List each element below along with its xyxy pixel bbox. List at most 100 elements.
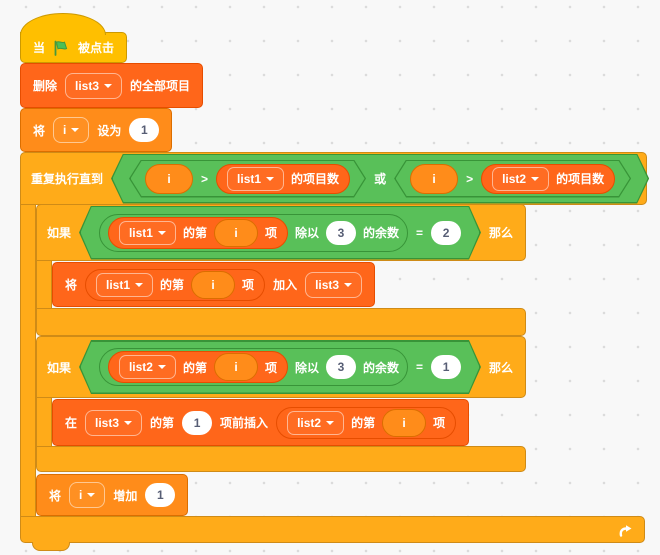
post-label: 的全部项目 bbox=[130, 79, 191, 93]
item-label: 项 bbox=[433, 416, 446, 430]
verb-label: 将 bbox=[49, 488, 62, 503]
item-of-list-reporter[interactable]: list1 的第 i 项 bbox=[107, 216, 288, 249]
variable-name: i bbox=[211, 277, 215, 292]
block-insert-item-at[interactable]: 在 list3 的第 1 项前插入 list2 的第 i 项 bbox=[52, 399, 470, 446]
then-label: 那么 bbox=[488, 360, 513, 375]
caret-down-icon bbox=[266, 176, 275, 181]
list-dropdown[interactable]: list1 bbox=[227, 166, 285, 191]
caret-down-icon bbox=[157, 230, 166, 235]
caret-down-icon bbox=[87, 493, 96, 497]
list-dropdown-value: list3 bbox=[315, 277, 340, 292]
operator-symbol: > bbox=[201, 171, 209, 186]
list-dropdown-value: list1 bbox=[128, 225, 153, 240]
caret-down-icon bbox=[531, 176, 540, 181]
then-label: 那么 bbox=[488, 226, 513, 240]
list-dropdown[interactable]: list1 bbox=[96, 272, 154, 297]
block-change-variable[interactable]: 将 i 增加 1 bbox=[36, 474, 189, 516]
verb-label: 将 bbox=[65, 278, 78, 292]
block-if-2[interactable]: 如果 list2 的第 i 项 除以 3 的余数 = bbox=[36, 336, 526, 398]
caret-down-icon bbox=[326, 420, 335, 425]
operator-symbol: = bbox=[416, 225, 424, 240]
number-input[interactable]: 1 bbox=[431, 355, 462, 379]
list-dropdown[interactable]: list3 bbox=[65, 72, 123, 99]
block-repeat-until[interactable]: 重复执行直到 i > list1 的项目数 或 i bbox=[20, 152, 647, 205]
verb-label: 将 bbox=[33, 123, 46, 138]
operator-symbol: > bbox=[466, 171, 474, 186]
caret-down-icon bbox=[344, 282, 353, 287]
clicked-label: 被点击 bbox=[78, 41, 115, 55]
mod-operator[interactable]: list2 的第 i 项 除以 3 的余数 bbox=[98, 348, 409, 386]
operator-symbol: = bbox=[416, 360, 424, 374]
green-flag-icon bbox=[53, 40, 70, 56]
variable-i-reporter[interactable]: i bbox=[213, 218, 258, 247]
item-label: 的第 bbox=[182, 360, 207, 375]
number-input[interactable]: 2 bbox=[431, 220, 462, 245]
variable-dropdown[interactable]: i bbox=[53, 117, 90, 143]
item-label: 的第 bbox=[160, 278, 185, 292]
or-operator[interactable]: i > list1 的项目数 或 i > bbox=[111, 154, 649, 204]
greater-than-operator-left[interactable]: i > list1 的项目数 bbox=[129, 160, 366, 198]
list-dropdown[interactable]: list2 bbox=[287, 410, 345, 435]
repeat-until-footer[interactable] bbox=[20, 516, 645, 543]
caret-down-icon bbox=[71, 128, 80, 132]
repeat-until-label: 重复执行直到 bbox=[31, 172, 104, 186]
number-input[interactable]: 1 bbox=[182, 410, 213, 435]
variable-dropdown[interactable]: i bbox=[69, 482, 106, 508]
item-of-list-reporter[interactable]: list1 的第 i 项 bbox=[85, 268, 266, 301]
list-dropdown[interactable]: list2 bbox=[492, 166, 550, 191]
variable-dropdown-value: i bbox=[63, 123, 67, 137]
variable-i-reporter[interactable]: i bbox=[145, 163, 194, 194]
if-2-footer[interactable] bbox=[36, 446, 526, 472]
if-1-footer[interactable] bbox=[36, 308, 526, 336]
loop-arrow-icon bbox=[618, 523, 634, 537]
list-dropdown[interactable]: list2 bbox=[118, 355, 176, 379]
variable-i-reporter[interactable]: i bbox=[410, 163, 459, 194]
list-dropdown-value: list3 bbox=[75, 78, 100, 93]
item-of-list-reporter[interactable]: list2 的第 i 项 bbox=[276, 406, 457, 439]
repeat-until-bottom-bump bbox=[32, 542, 70, 551]
list-dropdown-value: list2 bbox=[502, 171, 527, 186]
mod-label: 的余数 bbox=[363, 360, 400, 375]
length-of-list-reporter[interactable]: list2 的项目数 bbox=[481, 163, 616, 194]
mid-label: 设为 bbox=[97, 123, 122, 138]
block-when-flag-clicked[interactable]: 当 被点击 bbox=[20, 32, 128, 63]
variable-dropdown-value: i bbox=[79, 488, 83, 502]
number-input[interactable]: 1 bbox=[129, 118, 160, 142]
item-label: 项 bbox=[242, 278, 255, 292]
mod-label: 除以 bbox=[295, 226, 320, 240]
length-of-list-reporter[interactable]: list1 的项目数 bbox=[216, 163, 351, 194]
equals-operator[interactable]: list1 的第 i 项 除以 3 的余数 = 2 bbox=[79, 206, 481, 260]
list-dropdown-value: list2 bbox=[297, 415, 322, 430]
mid-label: 项前插入 bbox=[220, 416, 269, 430]
block-add-item-to-list[interactable]: 将 list1 的第 i 项 加入 list3 bbox=[52, 262, 376, 307]
block-if-1[interactable]: 如果 list1 的第 i 项 除以 3 的余数 = bbox=[36, 204, 526, 261]
number-input[interactable]: 3 bbox=[326, 355, 357, 379]
caret-down-icon bbox=[124, 420, 133, 425]
variable-name: i bbox=[432, 171, 436, 186]
item-label: 的第 bbox=[182, 226, 207, 240]
caret-down-icon bbox=[135, 282, 144, 287]
list-dropdown-value: list1 bbox=[106, 277, 131, 292]
if-label: 如果 bbox=[47, 360, 72, 375]
if-label: 如果 bbox=[47, 226, 72, 240]
number-input[interactable]: 3 bbox=[326, 220, 357, 245]
verb-label: 删除 bbox=[33, 79, 58, 93]
block-set-variable[interactable]: 将 i 设为 1 bbox=[20, 108, 173, 152]
greater-than-operator-right[interactable]: i > list2 的项目数 bbox=[394, 160, 631, 198]
variable-i-reporter[interactable]: i bbox=[382, 408, 427, 437]
variable-i-reporter[interactable]: i bbox=[191, 270, 236, 299]
variable-name: i bbox=[167, 171, 171, 186]
mod-operator[interactable]: list1 的第 i 项 除以 3 的余数 bbox=[98, 213, 409, 252]
list-dropdown[interactable]: list1 bbox=[118, 220, 176, 245]
if-2-left-column bbox=[36, 398, 52, 446]
mid-label: 增加 bbox=[113, 488, 138, 503]
variable-i-reporter[interactable]: i bbox=[213, 353, 258, 381]
block-delete-all-of-list[interactable]: 删除 list3 的全部项目 bbox=[20, 63, 204, 108]
item-of-list-reporter[interactable]: list2 的第 i 项 bbox=[107, 351, 288, 383]
equals-operator[interactable]: list2 的第 i 项 除以 3 的余数 = 1 bbox=[79, 340, 481, 394]
list-dropdown[interactable]: list3 bbox=[305, 271, 363, 298]
verb-label: 在 bbox=[65, 416, 78, 430]
number-input[interactable]: 1 bbox=[145, 483, 176, 507]
list-dropdown[interactable]: list3 bbox=[85, 409, 143, 436]
